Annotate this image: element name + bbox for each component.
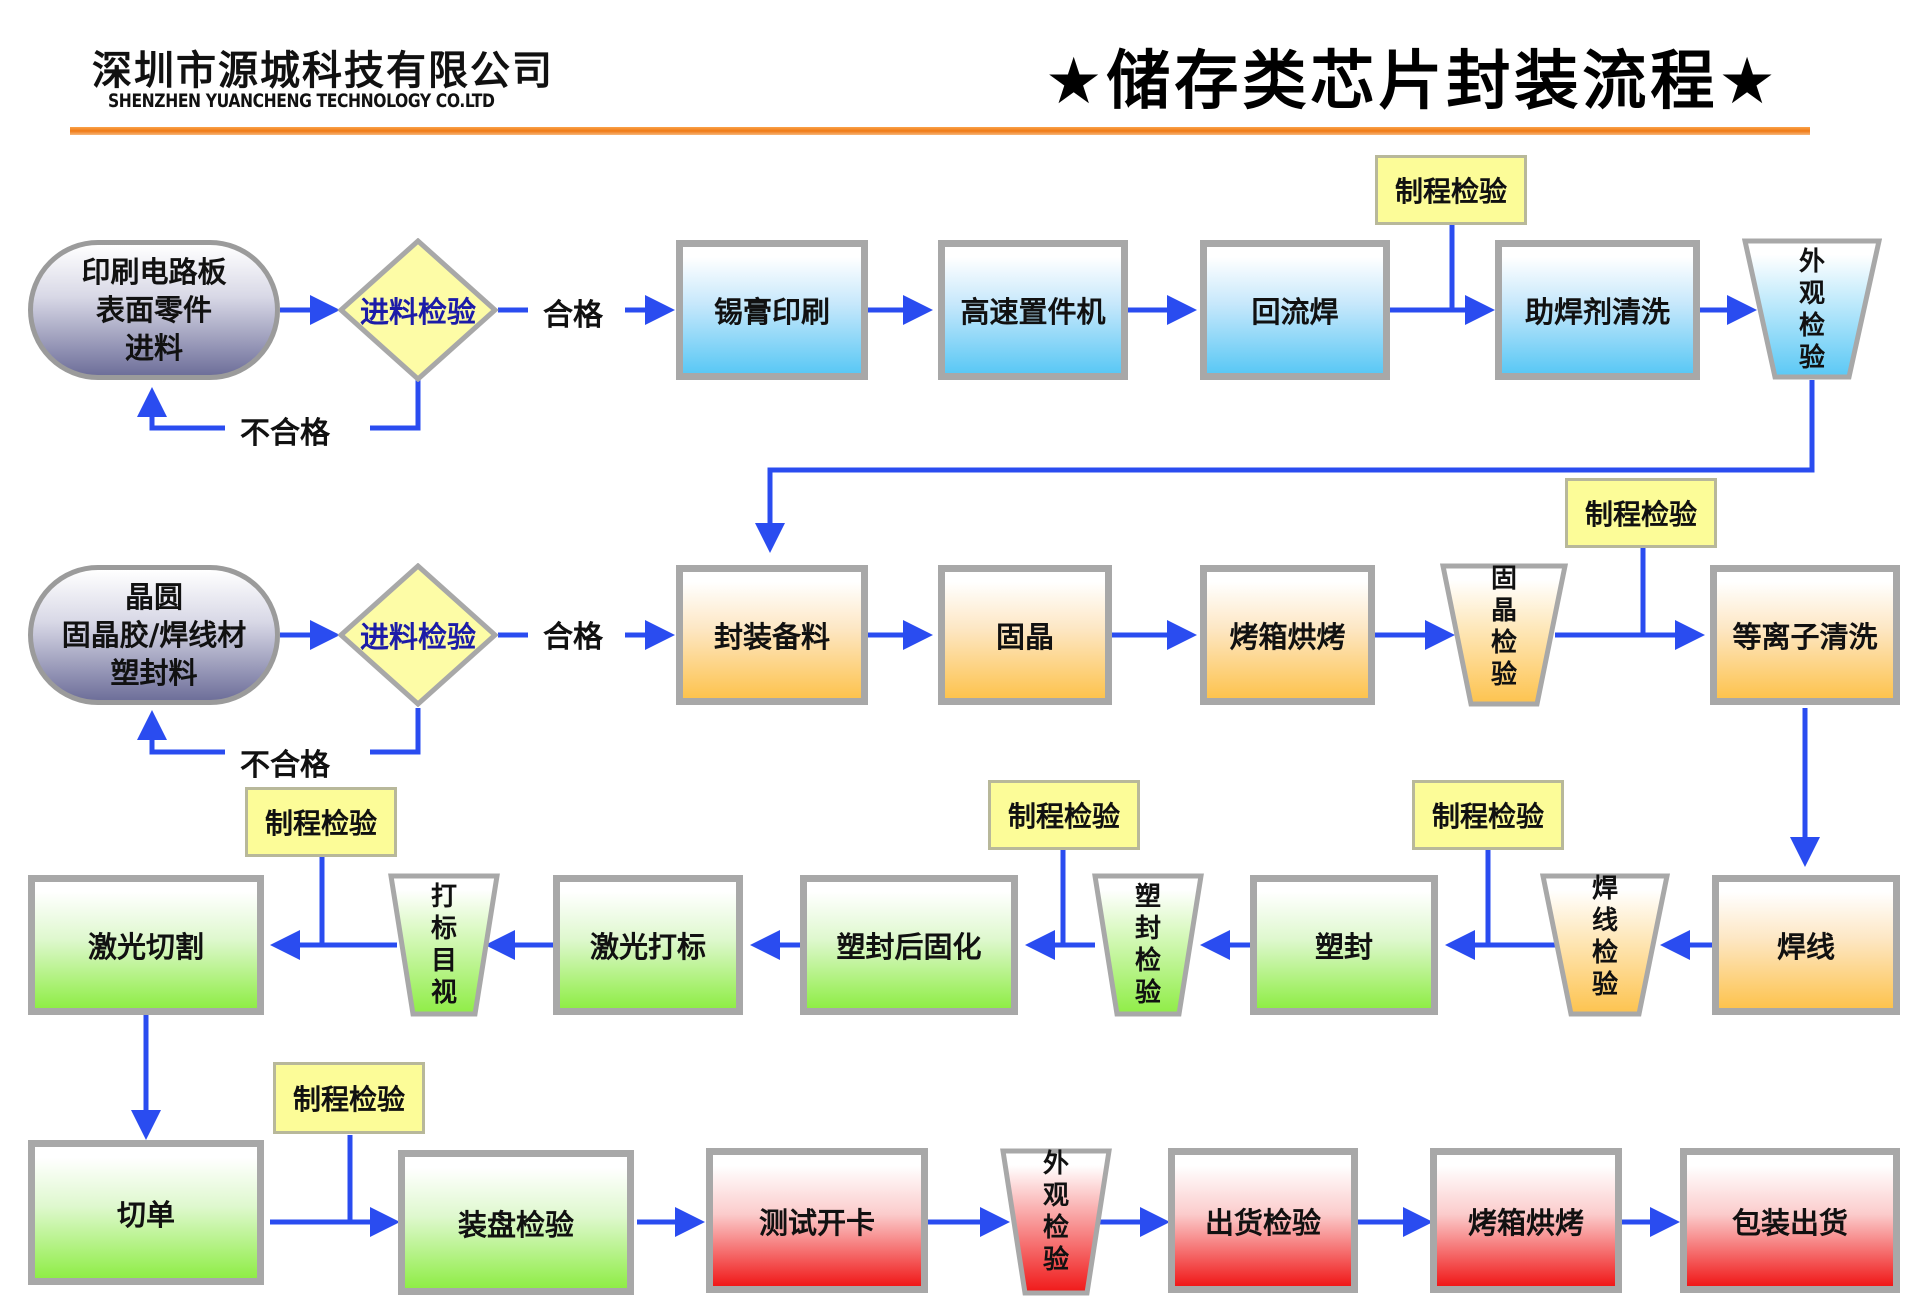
decision-label: 进料检验 [359,295,476,329]
process-inspection-note: 制程检验 [273,1062,425,1134]
char: 目 [430,946,457,976]
char: 塑 [1134,882,1161,912]
step-flux-cleaning: 助焊剂清洗 [1495,240,1700,380]
step-post-mold-cure: 塑封后固化 [800,875,1018,1015]
process-inspection-note: 制程检验 [1412,780,1564,850]
step-testing: 测试开卡 [706,1148,928,1293]
visual-inspection-2: 外观检验 [1000,1148,1112,1296]
char: 封 [1134,914,1161,944]
company-name-en: SHENZHEN YUANCHENG TECHNOLOGY CO.LTD [108,90,495,112]
process-inspection-note: 制程检验 [1565,478,1717,548]
incoming-inspection-decision-2: 进料检验 [337,562,499,708]
char: 外 [1798,247,1825,277]
arrow-fail1-return [137,387,225,431]
char: 线 [1591,906,1618,936]
char: 视 [430,978,457,1008]
char: 观 [1042,1181,1069,1211]
char: 外 [1042,1149,1069,1179]
step-packing-shipping: 包装出货 [1680,1148,1900,1293]
char: 晶 [1490,596,1517,626]
step-laser-cutting: 激光切割 [28,875,264,1015]
char: 焊 [1591,874,1618,904]
step-die-attach: 固晶 [938,565,1112,705]
mold-inspection: 塑封检验 [1092,873,1204,1017]
process-inspection-note: 制程检验 [245,787,397,857]
arrow-fail2-loop [370,708,421,755]
fail-label: 不合格 [240,416,330,451]
char: 检 [1798,311,1825,341]
char: 检 [1490,628,1517,658]
step-oven-baking-final: 烤箱烘烤 [1430,1148,1622,1293]
company-name-cn: 深圳市源城科技有限公司 [92,48,554,94]
char: 检 [1134,946,1161,976]
marking-visual-check: 打标目视 [388,873,500,1017]
step-plasma-cleaning: 等离子清洗 [1710,565,1900,705]
incoming-wafer-materials: 晶圆 固晶胶/焊线材 塑封料 [28,565,280,705]
page-title: ★储存类芯片封装流程★ [1045,45,1780,119]
char: 验 [1490,660,1517,690]
step-outgoing-inspection: 出货检验 [1168,1148,1358,1293]
arrow-row1-to-row2 [755,380,1815,553]
decision-label: 进料检验 [359,620,476,654]
die-attach-inspection: 固晶检验 [1440,563,1568,707]
step-singulation: 切单 [28,1140,264,1285]
arrow-fail2-return [137,710,225,755]
step-laser-marking: 激光打标 [553,875,743,1015]
step-solder-paste-printing: 锡膏印刷 [676,240,868,380]
step-packaging-prep: 封装备料 [676,565,868,705]
title-divider [70,127,1810,135]
step-wire-bonding: 焊线 [1712,875,1900,1015]
char: 固 [1490,564,1517,594]
incoming-pcb-materials: 印刷电路板 表面零件 进料 [28,240,280,380]
step-reflow-soldering: 回流焊 [1200,240,1390,380]
step-tray-inspection: 装盘检验 [398,1150,634,1295]
char: 检 [1591,938,1618,968]
pass-label: 合格 [543,620,603,655]
process-inspection-note: 制程检验 [1375,155,1527,225]
char: 检 [1042,1213,1069,1243]
step-oven-baking: 烤箱烘烤 [1200,565,1375,705]
char: 验 [1042,1245,1069,1275]
fail-label: 不合格 [240,748,330,783]
incoming-inspection-decision-1: 进料检验 [337,237,499,383]
char: 验 [1798,343,1825,373]
step-molding: 塑封 [1250,875,1438,1015]
arrow-fail1-loop [370,380,421,431]
char: 打 [430,882,457,912]
step-high-speed-placement: 高速置件机 [938,240,1128,380]
process-inspection-note: 制程检验 [988,780,1140,850]
wire-bond-inspection: 焊线检验 [1540,873,1670,1017]
char: 观 [1798,279,1825,309]
visual-inspection-1: 外观检验 [1742,238,1882,380]
char: 验 [1591,970,1618,1000]
pass-label: 合格 [543,298,603,333]
char: 标 [430,914,457,944]
char: 验 [1134,978,1161,1008]
